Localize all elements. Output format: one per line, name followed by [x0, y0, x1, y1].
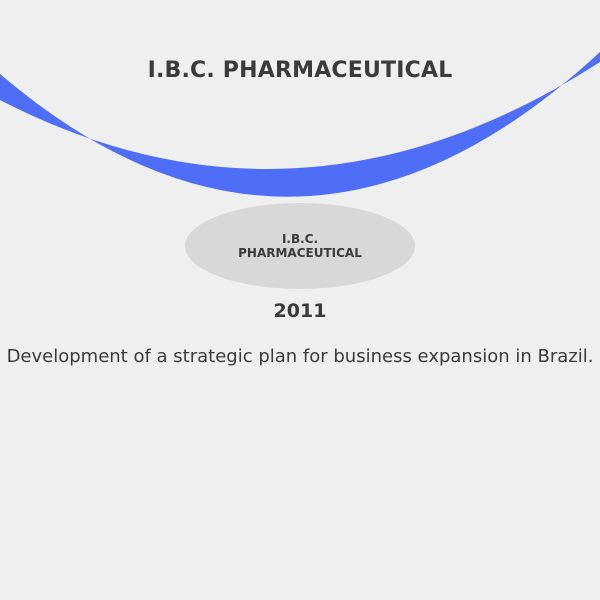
- company-badge: I.B.C. PHARMACEUTICAL: [185, 203, 415, 289]
- page-title: I.B.C. PHARMACEUTICAL: [147, 58, 453, 83]
- description-text: Development of a strategic plan for busi…: [6, 346, 594, 367]
- badge-label: I.B.C. PHARMACEUTICAL: [238, 232, 362, 260]
- year-label: 2011: [273, 300, 327, 322]
